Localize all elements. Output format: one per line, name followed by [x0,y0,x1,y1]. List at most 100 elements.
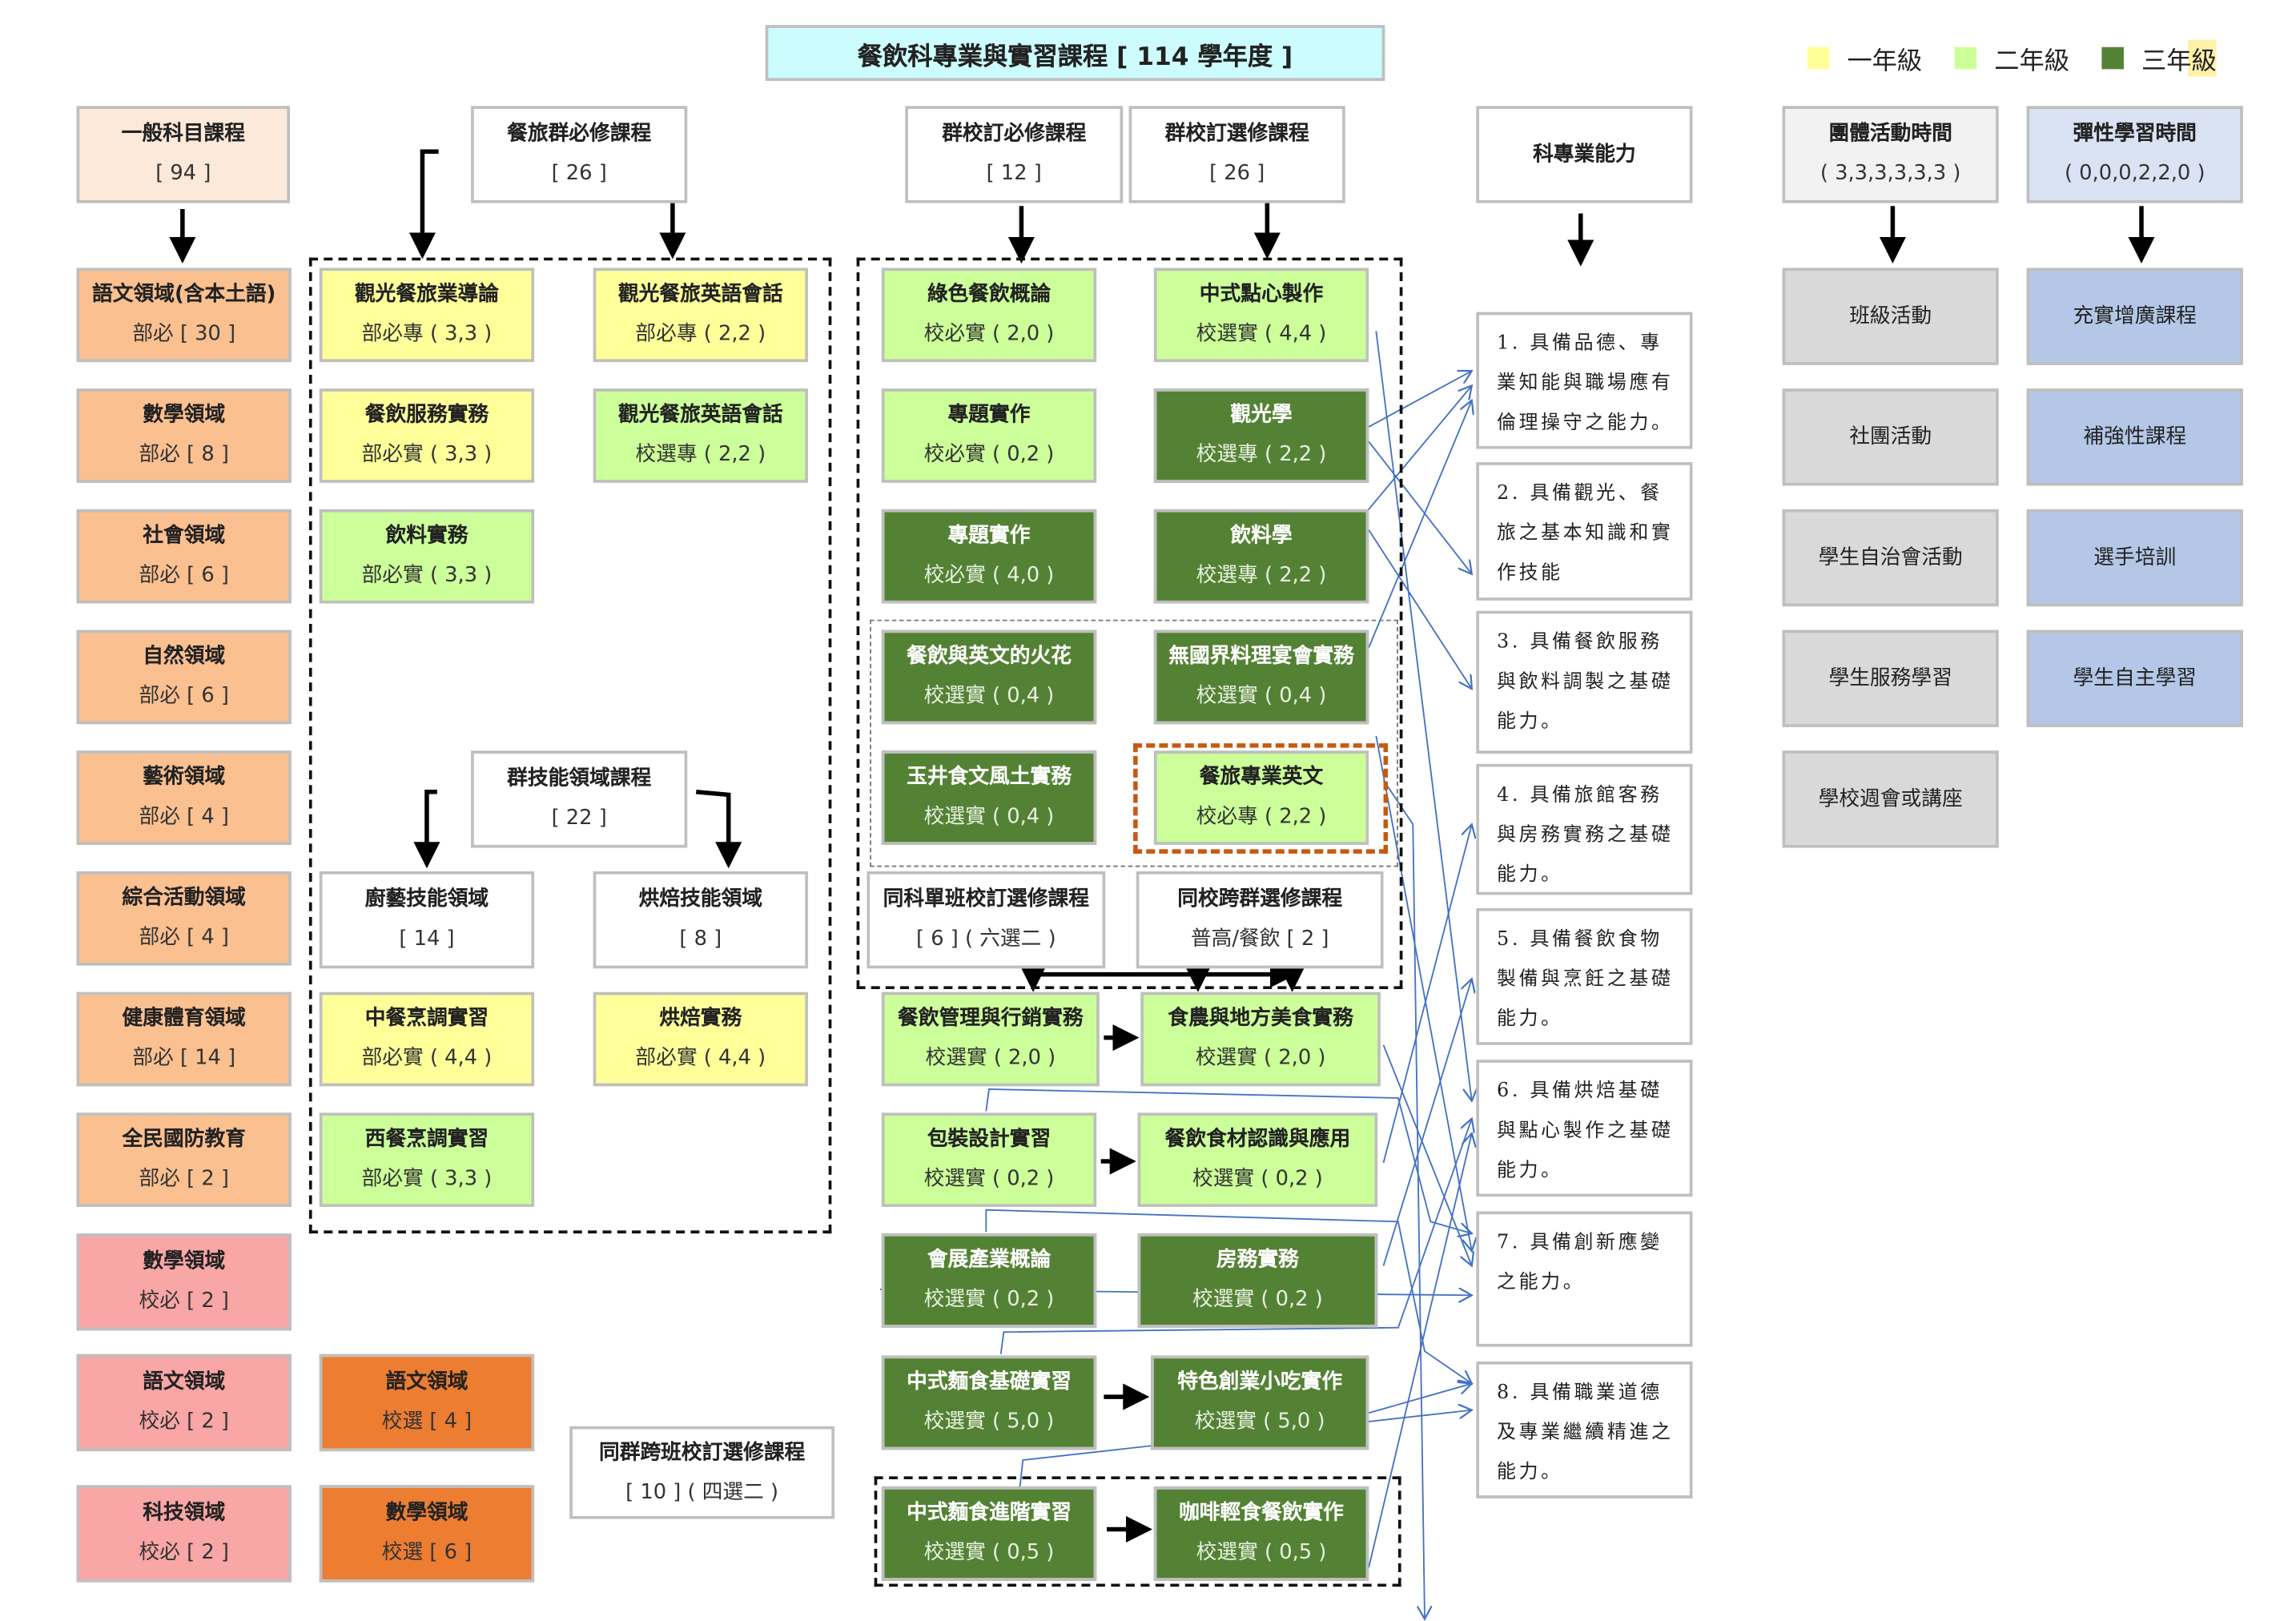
box-title: 綠色餐飲概論 [927,282,1051,307]
school-course-box: 餐飲與英文的火花校選實 ( 0,4 ) [881,629,1097,725]
school-course-box: 房務實務校選實 ( 0,2 ) [1137,1233,1378,1328]
school-course-frame [856,257,1403,990]
ability-box: 8. 具備職業道德及專業繼續精進之能力。 [1476,1361,1693,1498]
box-subtitle: 部必 [ 2 ] [139,1167,229,1191]
box-subtitle: [ 10 ] ( 四選二 ) [625,1479,779,1504]
legend-year2: 二年級 [1954,44,2069,76]
box-title: 科技領域 [143,1501,226,1525]
general-subject-box: 綜合活動領域部必 [ 4 ] [76,871,292,966]
box-subtitle: 校選實 ( 0,2 ) [1192,1167,1323,1191]
school-course-box: 餐飲食材認識與應用校選實 ( 0,2 ) [1137,1112,1378,1207]
ability-link-line [1382,979,1472,1266]
ability-box: 7. 具備創新應變之能力。 [1476,1211,1693,1347]
ability-box: 2. 具備觀光、餐旅之基本知識和實作技能 [1476,462,1693,601]
section-header: 科專業能力 [1476,106,1693,203]
box-title: 飲料學 [1230,524,1293,548]
box-subtitle: 部必 [ 30 ] [132,322,236,346]
box-title: 綜合活動領域 [122,886,246,910]
box-title: 同群跨班校訂選修課程 [598,1440,806,1464]
general-subject-box: 語文領域校選 [ 4 ] [319,1354,535,1452]
ability-link-line [1382,779,1425,1619]
ability-box: 1. 具備品德、專業知能與職場應有倫理操守之能力。 [1476,312,1693,449]
box-title: 餐旅群必修課程 [507,122,652,146]
box-label: 學校週會或講座 [1818,786,1963,810]
flexible-learning-box: 學生自主學習 [2026,629,2243,727]
box-title: 無國界料理宴會實務 [1168,644,1354,669]
box-label: 選手培訓 [2093,545,2177,569]
school-course-box: 觀光學校選專 ( 2,2 ) [1153,388,1369,483]
box-subtitle: [ 26 ] [551,162,607,186]
general-subject-box: 健康體育領域部必 [ 14 ] [76,992,292,1087]
group-course-box: 觀光餐旅業導論部必專 ( 3,3 ) [319,267,535,363]
box-title: 一般科目課程 [121,122,245,146]
ability-box: 6. 具備烘焙基礎與點心製作之基礎能力。 [1476,1060,1693,1197]
ability-link-line [985,1209,1471,1384]
section-header: 群校訂必修課程[ 12 ] [905,106,1124,203]
box-label: 社團活動 [1849,424,1932,448]
box-subtitle: ( 3,3,3,3,3,3 ) [1820,162,1961,186]
ability-link-line [985,1088,1471,1233]
box-subtitle: 部必 [ 8 ] [139,443,229,467]
box-title: 語文領域 [385,1370,468,1394]
box-title: 特色創業小吃實作 [1177,1370,1343,1394]
box-title: 健康體育領域 [122,1007,246,1031]
group-activity-box: 學生自治會活動 [1782,509,1999,607]
box-subtitle: 校選實 ( 2,0 ) [1195,1046,1326,1071]
box-subtitle: 校選 [ 6 ] [381,1541,472,1565]
school-course-box: 特色創業小吃實作校選實 ( 5,0 ) [1151,1355,1369,1450]
box-label: 學生自治會活動 [1818,545,1963,569]
flow-arrow [408,149,439,259]
group-course-box: 同群跨班校訂選修課程 [ 10 ] ( 四選二 ) [569,1426,835,1519]
box-title: 觀光餐旅英語會話 [617,403,783,427]
legend-swatch [1807,46,1830,69]
box-title: 同科單班校訂選修課程 [883,887,1089,911]
box-title: 烘焙實務 [659,1007,742,1031]
advanced-course-frame [874,1476,1401,1587]
box-title: 西餐烹調實習 [364,1127,489,1152]
school-course-box: 餐飲管理與行銷實務校選實 ( 2,0 ) [881,992,1100,1087]
box-title: 社會領域 [143,524,226,548]
box-subtitle: 校選實 ( 5,0 ) [923,1410,1055,1434]
box-subtitle: 校選專 ( 2,2 ) [635,443,766,467]
box-subtitle: 普高/餐飲 [ 2 ] [1190,927,1329,951]
box-subtitle: 校選實 ( 0,4 ) [1196,684,1327,708]
box-subtitle: 校選實 ( 0,2 ) [923,1288,1055,1312]
box-subtitle: [ 26 ] [1209,162,1265,186]
box-title: 團體活動時間 [1828,122,1952,146]
group-activity-box: 班級活動 [1782,267,1999,365]
box-title: 語文領域(含本土語) [92,282,276,307]
box-subtitle: 部必 [ 14 ] [132,1046,236,1071]
ability-link-line [1368,529,1472,689]
box-subtitle: 校選專 ( 2,2 ) [1196,563,1327,588]
box-subtitle: 部必 [ 4 ] [139,805,229,829]
box-title: 玉井食文風土實務 [907,765,1072,790]
general-subject-box: 自然領域部必 [ 6 ] [76,629,292,725]
school-course-box: 包裝設計實習校選實 ( 0,2 ) [881,1112,1097,1207]
box-title: 餐旅專業英文 [1199,765,1324,790]
box-title: 群技能領域課程 [507,766,652,790]
group-activity-box: 學生服務學習 [1782,629,1999,727]
box-title: 會展產業概論 [927,1248,1051,1272]
box-subtitle: ( 0,0,0,2,2,0 ) [2064,162,2206,186]
flexible-learning-box: 補強性課程 [2026,388,2243,486]
box-title: 廚藝技能領域 [364,887,489,911]
box-title: 專題實作 [947,403,1031,427]
box-subtitle: [ 94 ] [155,162,211,186]
box-title: 飲料實務 [385,524,468,548]
box-subtitle: [ 22 ] [551,806,607,831]
school-course-box: 餐旅專業英文校必專 ( 2,2 ) [1153,750,1369,845]
general-subject-box: 數學領域部必 [ 8 ] [76,388,292,483]
box-subtitle: 部必 [ 4 ] [139,925,229,950]
ability-link-line [1368,371,1472,428]
school-course-box: 綠色餐飲概論校必實 ( 2,0 ) [881,267,1097,363]
box-title: 數學領域 [143,403,226,427]
elective-subframe [870,619,1398,867]
school-course-box: 食農與地方美食實務校選實 ( 2,0 ) [1140,992,1381,1087]
box-title: 群校訂選修課程 [1164,122,1309,146]
section-header: 團體活動時間 ( 3,3,3,3,3,3 ) [1782,106,1999,203]
general-subject-box: 數學領域校選 [ 6 ] [319,1485,535,1583]
box-subtitle: 校選 [ 4 ] [381,1410,472,1434]
group-course-box: 廚藝技能領域[ 14 ] [319,871,535,969]
general-subject-box: 數學領域校必 [ 2 ] [76,1233,292,1331]
box-title: 觀光餐旅業導論 [354,282,500,307]
